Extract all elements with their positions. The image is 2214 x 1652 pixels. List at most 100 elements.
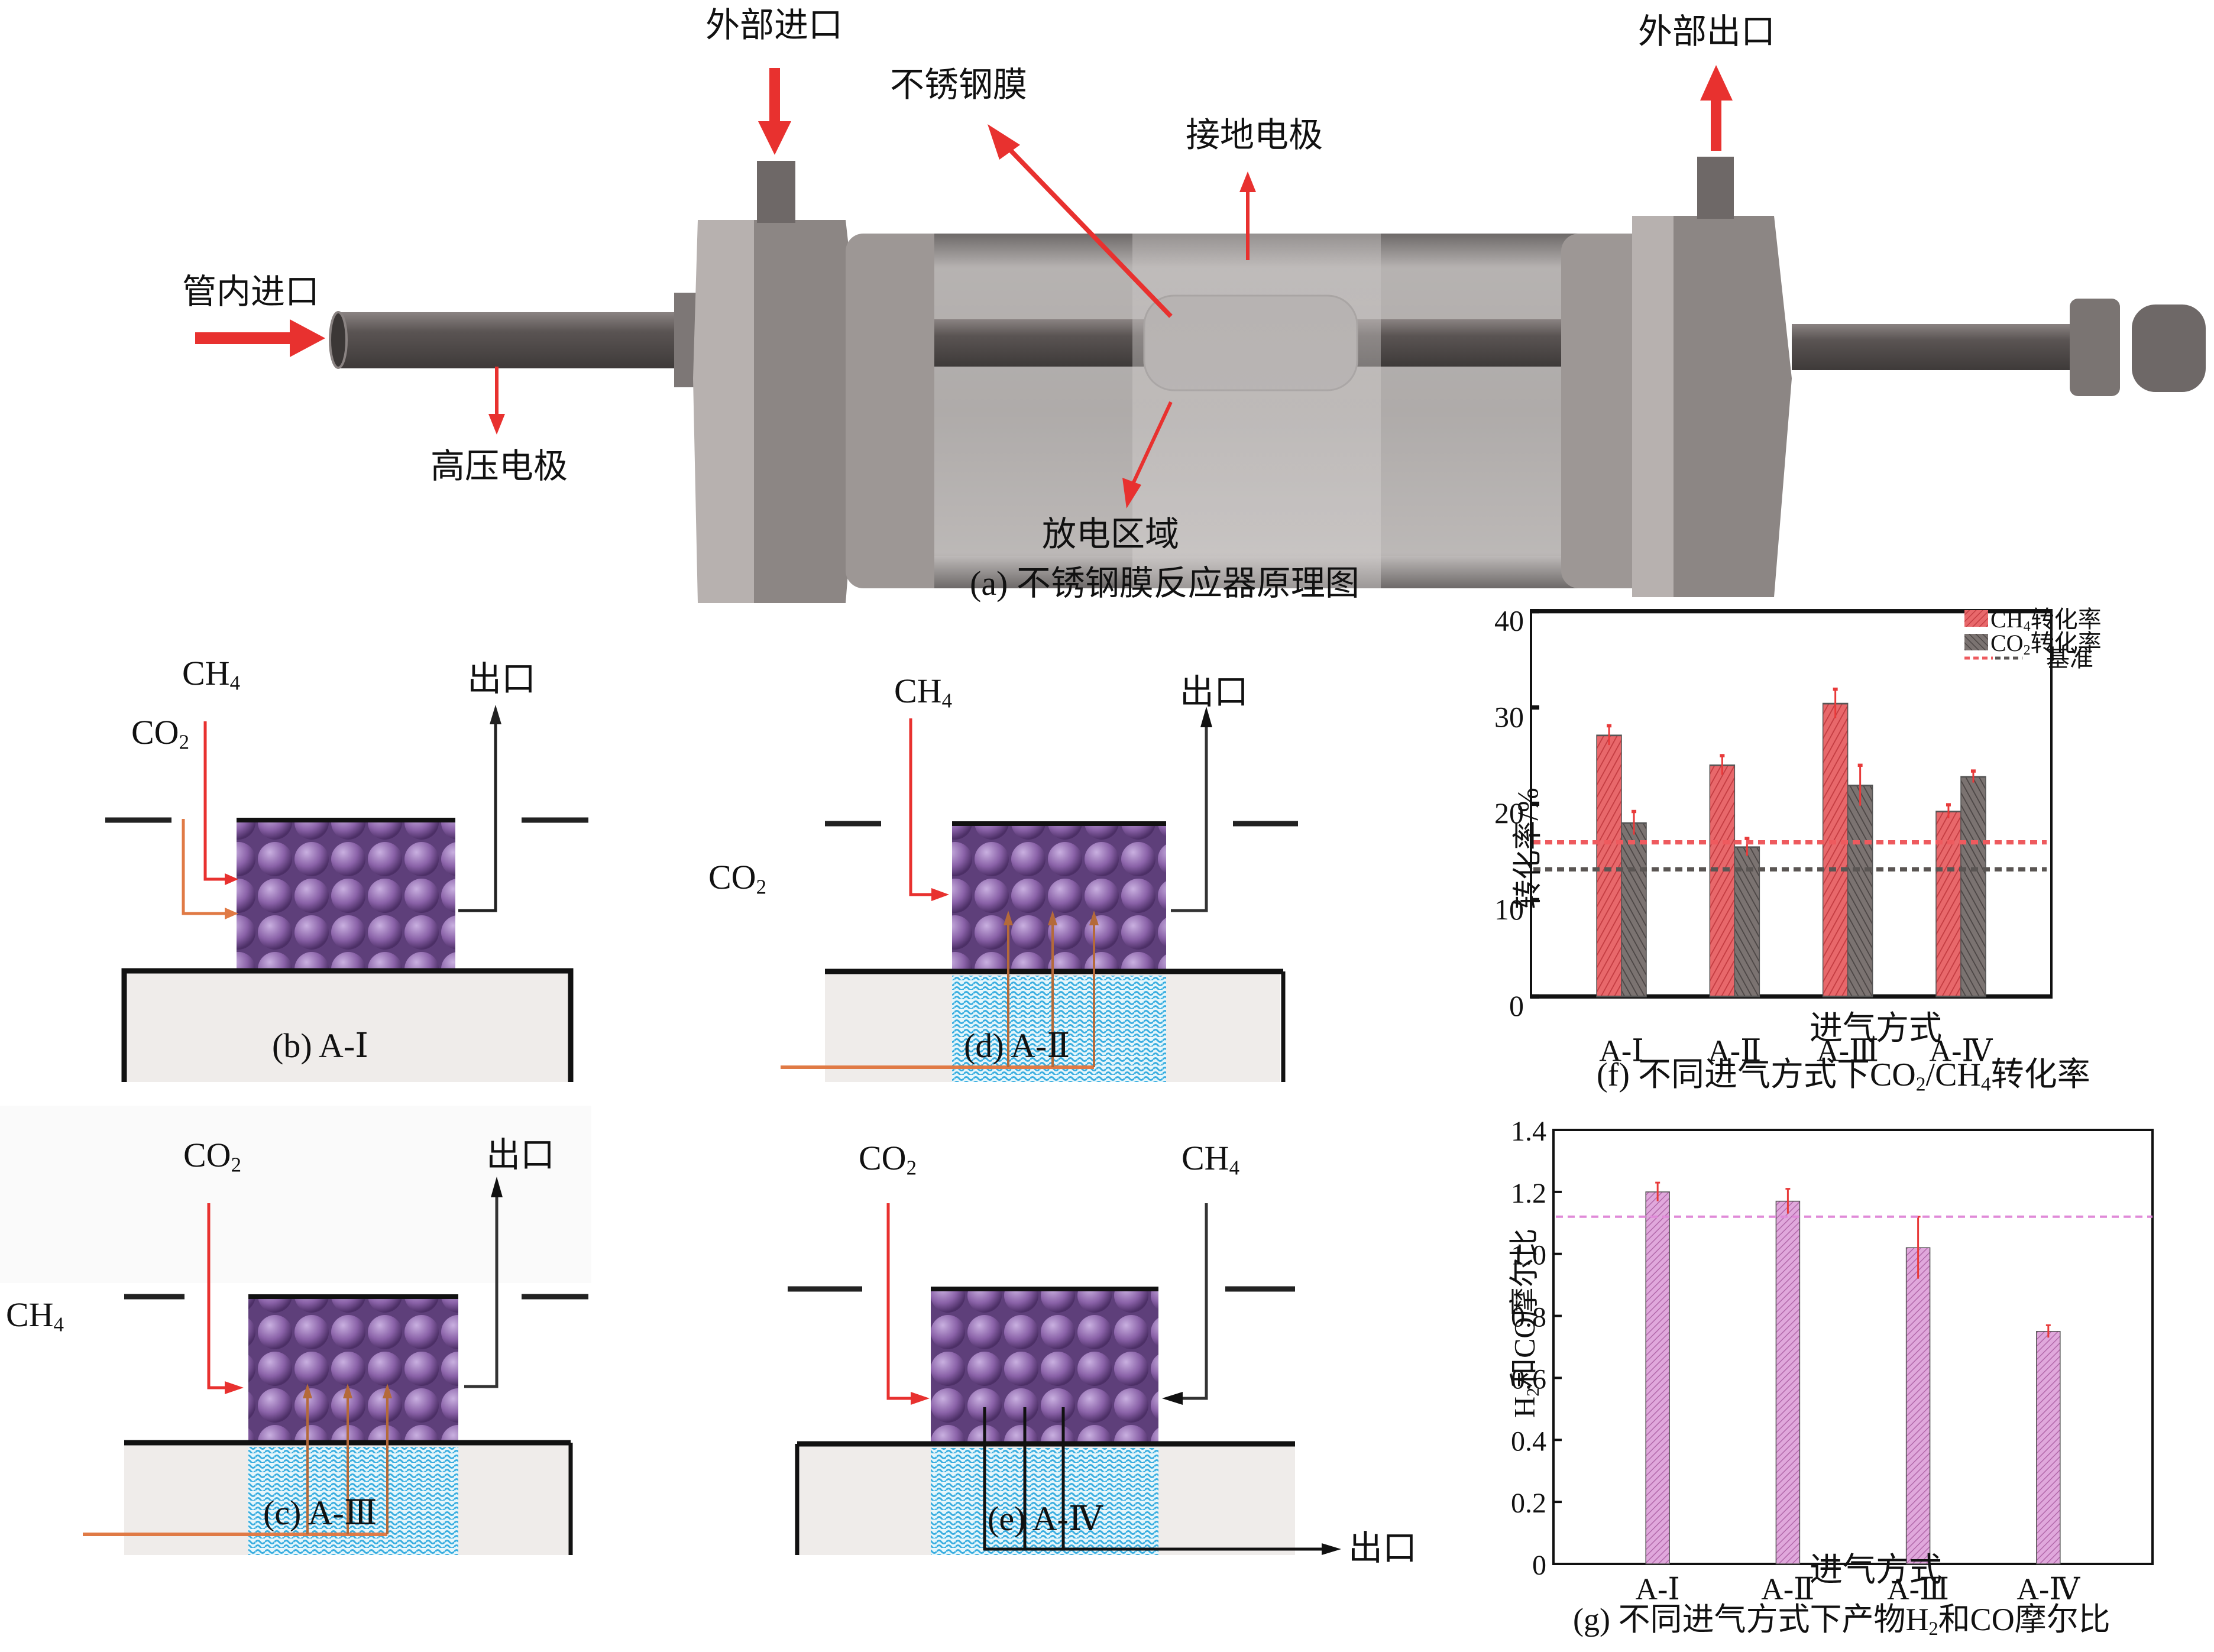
x-tick-label: A-Ⅰ <box>1599 1034 1643 1068</box>
panel-c-flow-a3: CO2 CH4 出口 (c) A-Ⅲ <box>0 1094 710 1555</box>
caption-b: (b) A-Ⅰ <box>272 1026 369 1065</box>
caption-text: /CH <box>1925 1057 1981 1093</box>
ground-electrode-sleeve <box>1132 234 1381 588</box>
y-tick-label: 1.4 <box>1511 1116 1546 1147</box>
gas-label-ch4: CH4 <box>182 656 240 694</box>
bar-ratio-3 <box>1905 1247 1931 1564</box>
gas-text: CO <box>708 858 756 896</box>
gas-subscript: 2 <box>231 1153 241 1177</box>
right-flange <box>1632 216 1674 597</box>
label-outer-outlet: 外部出口 <box>1638 12 1776 51</box>
caption-a: (a) 不锈钢膜反应器原理图 <box>970 564 1360 603</box>
bar-ratio-2 <box>1775 1200 1801 1564</box>
y-tick-label: 0.4 <box>1511 1426 1546 1457</box>
gas-subscript: 2 <box>906 1156 917 1180</box>
bar-ch4-3 <box>1822 702 1849 997</box>
legend-swatch-ch4 <box>1964 610 1988 627</box>
plot-frame <box>1552 1129 2154 1565</box>
outlet-label: 出口 <box>486 1136 555 1174</box>
legend-subscript: 2 <box>2023 643 2031 658</box>
outer-inlet-pipe <box>757 161 795 223</box>
y-tick-label: 20 <box>1494 796 1524 830</box>
y-tick-label: 1.0 <box>1511 1240 1546 1271</box>
end-nut-1 <box>2070 299 2120 396</box>
label-ground-electrode: 接地电极 <box>1186 116 1323 154</box>
y-tick-label: 0.2 <box>1511 1488 1546 1519</box>
bar-co2-2 <box>1734 846 1760 997</box>
ylabel-text: 和CO摩尔比 <box>1507 1228 1541 1388</box>
panel-d-flow-a2: CH4 CO2 出口 (d) A-Ⅱ <box>680 621 1419 1082</box>
x-tick-label: A-Ⅰ <box>1635 1573 1679 1606</box>
caption-e: (e) A-Ⅳ <box>988 1499 1103 1538</box>
y-tick-label: 0 <box>1509 989 1524 1022</box>
y-tick-label: 0.6 <box>1511 1363 1546 1395</box>
bar-ch4-4 <box>1935 811 1961 997</box>
gas-text: CO <box>859 1139 907 1177</box>
gas-label-co2: CO2 <box>708 860 766 898</box>
y-tick-label: 1.2 <box>1511 1178 1546 1209</box>
gas-label-co2: CO2 <box>131 715 189 753</box>
gas-label-co2: CO2 <box>859 1141 917 1178</box>
chart-g-caption: (g) 不同进气方式下产物H2和CO摩尔比 <box>1573 1604 2111 1639</box>
outlet-label: 出口 <box>1348 1529 1417 1567</box>
outlet-label: 出口 <box>1180 673 1249 711</box>
membrane-outlet-lines <box>983 1407 1325 1551</box>
y-tick-label: 40 <box>1494 604 1524 637</box>
caption-text: 和CO摩尔比 <box>1938 1602 2111 1637</box>
y-tick-label: 0 <box>1532 1550 1546 1581</box>
legend-text: CO <box>1990 630 2024 656</box>
ylabel-text: H <box>1507 1396 1541 1418</box>
gas-label-ch4: CH4 <box>6 1298 64 1335</box>
gas-subscript: 2 <box>756 875 766 899</box>
gas-text: CH <box>6 1295 54 1334</box>
y-tick-label: 30 <box>1494 700 1524 733</box>
gas-label-ch4: CH4 <box>1182 1141 1239 1178</box>
end-nut-2 <box>2132 305 2206 392</box>
legend-text-tail: 转化率 <box>2030 606 2102 633</box>
gas-text: CH <box>894 672 942 710</box>
label-stainless-membrane: 不锈钢膜 <box>890 66 1028 104</box>
reactor-illustration <box>195 65 2206 603</box>
chart-g-xlabel: 进气方式 <box>1810 1552 1942 1589</box>
chart-g-ylabel: H2和CO摩尔比 <box>1507 1228 1543 1418</box>
x-tick-label: A-Ⅲ <box>1887 1573 1949 1606</box>
chart-f-xlabel: 进气方式 <box>1810 1010 1942 1047</box>
gas-subscript: 2 <box>179 730 189 754</box>
chart-f-ylabel: 转化率/% <box>1510 788 1544 909</box>
bar-co2-4 <box>1960 776 1986 997</box>
legend-label-baseline: 基准 <box>2046 645 2093 672</box>
gas-subscript: 4 <box>941 689 952 712</box>
gas-subscript: 4 <box>53 1313 64 1336</box>
legend-text: CH <box>1990 606 2024 633</box>
x-tick-label: A-Ⅳ <box>1930 1034 1993 1068</box>
gas-label-ch4: CH4 <box>894 674 952 711</box>
caption-subscript: 4 <box>1980 1073 1991 1096</box>
inner-tube-left <box>337 312 692 368</box>
ch4-flow-arrow <box>203 721 228 881</box>
left-flange <box>693 220 754 603</box>
bar-co2-3 <box>1847 785 1873 997</box>
bar-ch4-2 <box>1709 764 1736 997</box>
panel-b-flow-a1: CH4 CO2 出口 (b) A-Ⅰ <box>0 621 680 1082</box>
lower-block <box>121 968 574 1082</box>
y-tick-label: 0.8 <box>1511 1302 1546 1333</box>
caption-text: (g) 不同进气方式下产物H <box>1573 1602 1929 1637</box>
label-outer-inlet: 外部进口 <box>705 6 843 44</box>
bar-ch4-1 <box>1596 734 1622 997</box>
outer-outlet-pipe <box>1697 157 1734 219</box>
panel-a-reactor: 外部进口 外部出口 不锈钢膜 接地电极 管内进口 高压电极 放电区域 (a) 不… <box>0 0 2214 615</box>
bar-co2-1 <box>1621 822 1647 997</box>
chart-f-legend <box>1964 610 2022 660</box>
membrane-arrow <box>1004 143 1173 318</box>
bar-ratio-1 <box>1645 1191 1670 1564</box>
x-tick-label: A-Ⅳ <box>2016 1573 2080 1606</box>
caption-subscript: 2 <box>1915 1073 1926 1096</box>
discharge-zone-arrow <box>1131 401 1173 486</box>
legend-subscript: 4 <box>2023 619 2031 634</box>
gas-text: CO <box>183 1136 231 1174</box>
legend-text-tail: 转化率 <box>2030 630 2102 656</box>
legend-label-ch4: CH4转化率 <box>1990 608 2102 634</box>
chart-f-caption: (f) 不同进气方式下CO2/CH4转化率 <box>1597 1058 2090 1094</box>
